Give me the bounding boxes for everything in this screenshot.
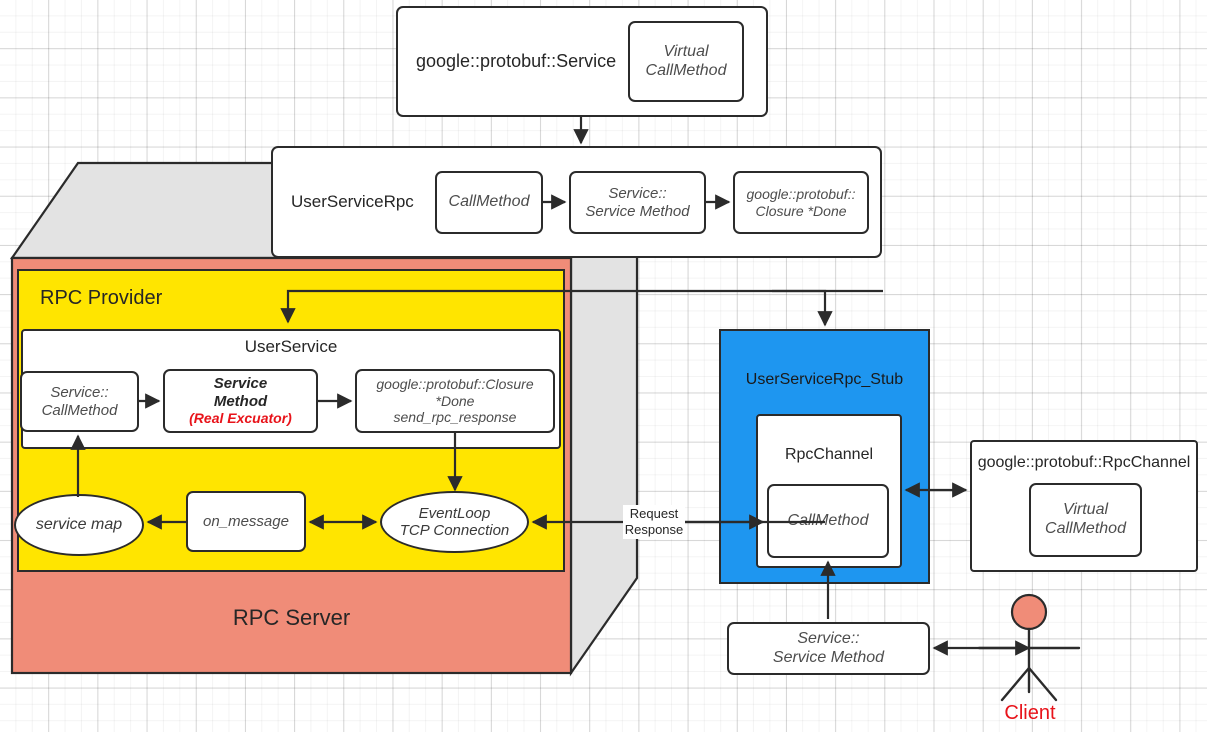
eventloop-line2: TCP Connection: [399, 522, 510, 539]
response-label: Response: [624, 522, 684, 538]
provider-service-method-line2: Method: [213, 392, 268, 410]
stub-label: UserServiceRpc_Stub: [745, 371, 904, 389]
request-response-label: Request Response: [623, 505, 685, 539]
client-head-icon: [1010, 593, 1048, 631]
on-message-box[interactable]: on_message: [186, 491, 306, 552]
protobuf-rpcchannel-virtual-line1: Virtual: [1062, 501, 1109, 519]
rpc-server-label: RPC Server: [232, 604, 351, 630]
provider-service-callmethod-line2: CallMethod: [41, 401, 118, 419]
eventloop-tcp-ellipse[interactable]: EventLoop TCP Connection: [380, 491, 529, 553]
on-message-label: on_message: [203, 512, 289, 530]
provider-closure-line3: send_rpc_response: [393, 409, 517, 426]
provider-service-callmethod-box[interactable]: Service:: CallMethod: [20, 371, 139, 432]
request-label: Request: [629, 506, 679, 522]
service-map-ellipse[interactable]: service map: [14, 494, 144, 556]
protobuf-rpcchannel-label: google::protobuf::RpcChannel: [977, 454, 1191, 471]
usr-callmethod-box[interactable]: CallMethod: [435, 171, 543, 234]
client-service-method-line1: Service::: [797, 629, 860, 647]
usr-service-method-box[interactable]: Service:: Service Method: [569, 171, 706, 234]
client-leg-right: [1027, 666, 1058, 702]
usr-closure-line1: google::protobuf::: [746, 185, 856, 202]
usr-callmethod-label: CallMethod: [448, 193, 530, 211]
edge-userservicerpc-to-stub: [772, 289, 833, 327]
provider-service-method-note: (Real Excuator): [189, 410, 292, 427]
client-leg-left: [1000, 666, 1031, 702]
client-label: Client: [1004, 702, 1056, 724]
provider-service-method-box[interactable]: Service Method (Real Excuator): [163, 369, 318, 433]
rpc-channel-label: RpcChannel: [784, 446, 874, 463]
user-service-label: UserService: [244, 337, 338, 356]
usr-service-method-line2: Service Method: [585, 202, 690, 220]
protobuf-service-virtual-line1: Virtual: [663, 42, 709, 60]
protobuf-rpcchannel-virtual-line2: CallMethod: [1045, 520, 1126, 537]
provider-closure-line1: google::protobuf::Closure: [376, 376, 534, 393]
client-service-method-box[interactable]: Service:: Service Method: [727, 622, 930, 675]
provider-service-method-line1: Service: [213, 375, 268, 393]
client-service-method-line2: Service Method: [772, 648, 885, 666]
protobuf-rpcchannel-virtual-box[interactable]: Virtual CallMethod: [1029, 483, 1142, 557]
usr-service-method-line1: Service::: [608, 184, 667, 202]
provider-closure-done-box[interactable]: google::protobuf::Closure *Done send_rpc…: [355, 369, 555, 433]
stub-callmethod-label: CallMethod: [787, 511, 869, 529]
eventloop-line1: EventLoop: [418, 504, 491, 522]
edge-userservicerpc-to-userservice: [280, 289, 883, 324]
service-map-label: service map: [35, 515, 123, 533]
user-service-rpc-label: UserServiceRpc: [291, 191, 414, 211]
rpc-provider-label: RPC Provider: [40, 287, 163, 309]
usr-closure-done-box[interactable]: google::protobuf:: Closure *Done: [733, 171, 869, 234]
client-figure[interactable]: [977, 593, 1081, 702]
protobuf-service-virtual-line2: CallMethod: [645, 61, 727, 79]
provider-service-callmethod-line1: Service::: [50, 383, 109, 401]
protobuf-service-label: google::protobuf::Service: [416, 50, 617, 71]
usr-closure-line2: Closure *Done: [755, 202, 847, 219]
protobuf-service-virtual-callmethod-box[interactable]: Virtual CallMethod: [628, 21, 744, 102]
provider-closure-line2: *Done: [435, 392, 475, 409]
